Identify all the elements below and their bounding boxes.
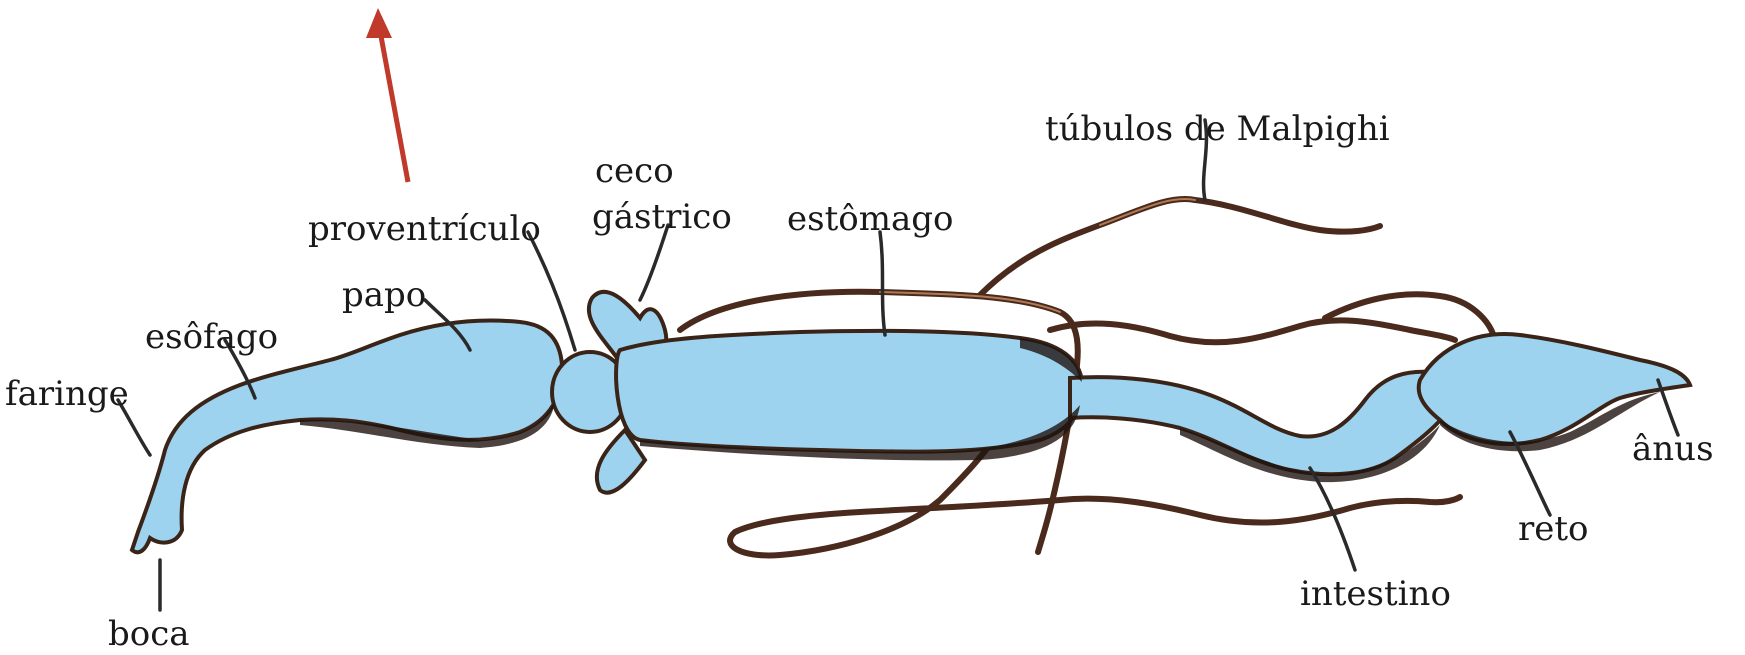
- label-intestino: intestino: [1300, 574, 1451, 614]
- label-esofago: esôfago: [145, 317, 278, 357]
- label-tubulos-de-malpighi: túbulos de Malpighi: [1045, 109, 1390, 149]
- label-boca: boca: [108, 614, 190, 654]
- red-arrow: [366, 8, 408, 182]
- digestive-tract: [132, 292, 1690, 552]
- label-ceco-line1: ceco: [595, 151, 674, 191]
- label-papo: papo: [342, 275, 426, 315]
- label-estomago: estômago: [787, 199, 953, 239]
- label-proventriculo: proventrículo: [308, 209, 541, 249]
- label-anus: ânus: [1632, 429, 1714, 469]
- label-faringe: faringe: [5, 374, 129, 414]
- label-ceco-line2: gástrico: [592, 197, 732, 237]
- label-reto: reto: [1518, 509, 1589, 549]
